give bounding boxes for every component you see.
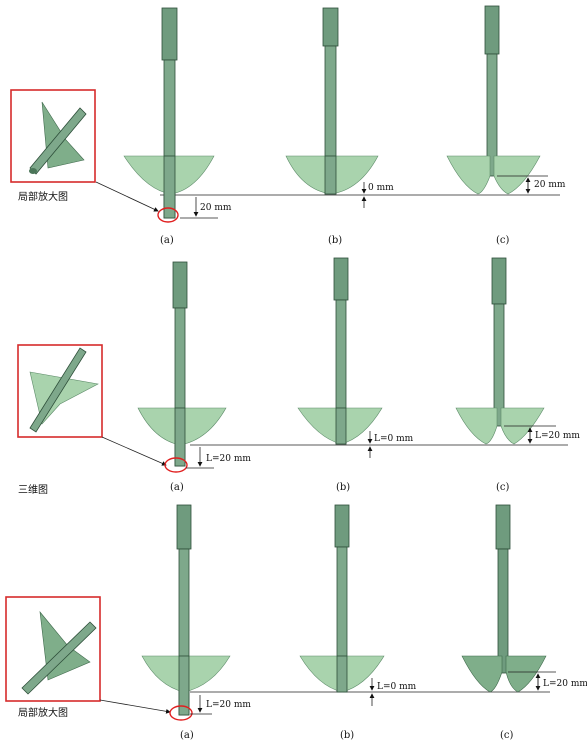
row-1: 局部放大图 20 mm (a) 0 mm (b) [10,5,566,246]
inset-pointer [101,436,167,466]
shaft [486,53,498,177]
caption: (a) [160,235,174,246]
inset-label: 局部放大图 [18,190,68,203]
impeller-a: 20 mm (a) [123,7,232,246]
inset-label: 局部放大图 [18,706,68,719]
impeller-c: 20 mm (c) [446,5,566,246]
dimension-label: L=20 mm [535,431,580,441]
shaft-front [178,655,190,716]
highlight-ring [169,705,193,721]
inset-pointer [99,699,171,714]
shaft-top [495,504,511,550]
shaft-top [176,504,192,550]
blade-left [446,155,491,195]
blade-right [505,655,547,693]
inset-label: 三维图 [18,483,48,496]
shaft-top [333,257,349,301]
caption: (c) [496,482,510,493]
caption: (a) [180,730,194,741]
shaft-front [174,407,186,467]
inset-pointer [95,181,159,212]
caption: (b) [340,730,354,741]
caption: (b) [336,482,350,493]
impeller-c: L=20 mm (c) [461,504,587,741]
dimension-label: L=0 mm [374,434,414,444]
caption: (b) [328,235,342,246]
row-3-inset: 局部放大图 [5,596,171,719]
highlight-ring [164,457,188,473]
dimension-label: L=20 mm [206,700,251,710]
row-1-inset: 局部放大图 [10,89,159,212]
impeller-b: L=0 mm (b) [297,257,414,493]
highlight-ring [157,207,179,223]
row-2: 三维图 L=20 mm (a) L=0 mm (b) [17,257,580,496]
blade-right [493,155,541,195]
shaft-top [491,257,507,305]
shaft [497,548,509,674]
impeller-b: L=0 mm (b) [299,504,417,741]
shaft-top [161,7,178,61]
inset-frame [5,596,101,702]
shaft-front [163,155,176,219]
shaft-top [172,261,188,309]
impeller-b: 0 mm (b) [285,7,394,246]
blade-left [461,655,503,693]
shaft-top [334,504,350,548]
inset-shaft [29,347,87,433]
blade-left [455,407,498,445]
shaft-top [484,5,500,55]
shaft-top [322,7,339,47]
dimension-label: L=0 mm [377,682,417,692]
row-3: 局部放大图 L=20 mm (a) L=0 mm (b) [5,504,587,741]
shaft-front [336,655,348,693]
caption: (c) [500,730,514,741]
shaft [493,303,505,427]
caption: (a) [170,482,184,493]
row-2-inset: 三维图 [17,344,167,496]
dimension-label: 20 mm [200,203,232,213]
dimension-label: 0 mm [368,183,394,193]
dimension-label: 20 mm [534,180,566,190]
shaft-front [335,407,347,445]
inset-shaft [21,621,97,695]
caption: (c) [496,235,510,246]
impeller-a: L=20 mm (a) [137,261,251,493]
shaft-front [324,155,337,195]
impeller-c: L=20 mm (c) [455,257,580,493]
dimension-label: L=20 mm [543,679,587,689]
dimension-label: L=20 mm [206,454,251,464]
inset-shaft-end [29,168,37,174]
impeller-a: L=20 mm (a) [141,504,251,741]
